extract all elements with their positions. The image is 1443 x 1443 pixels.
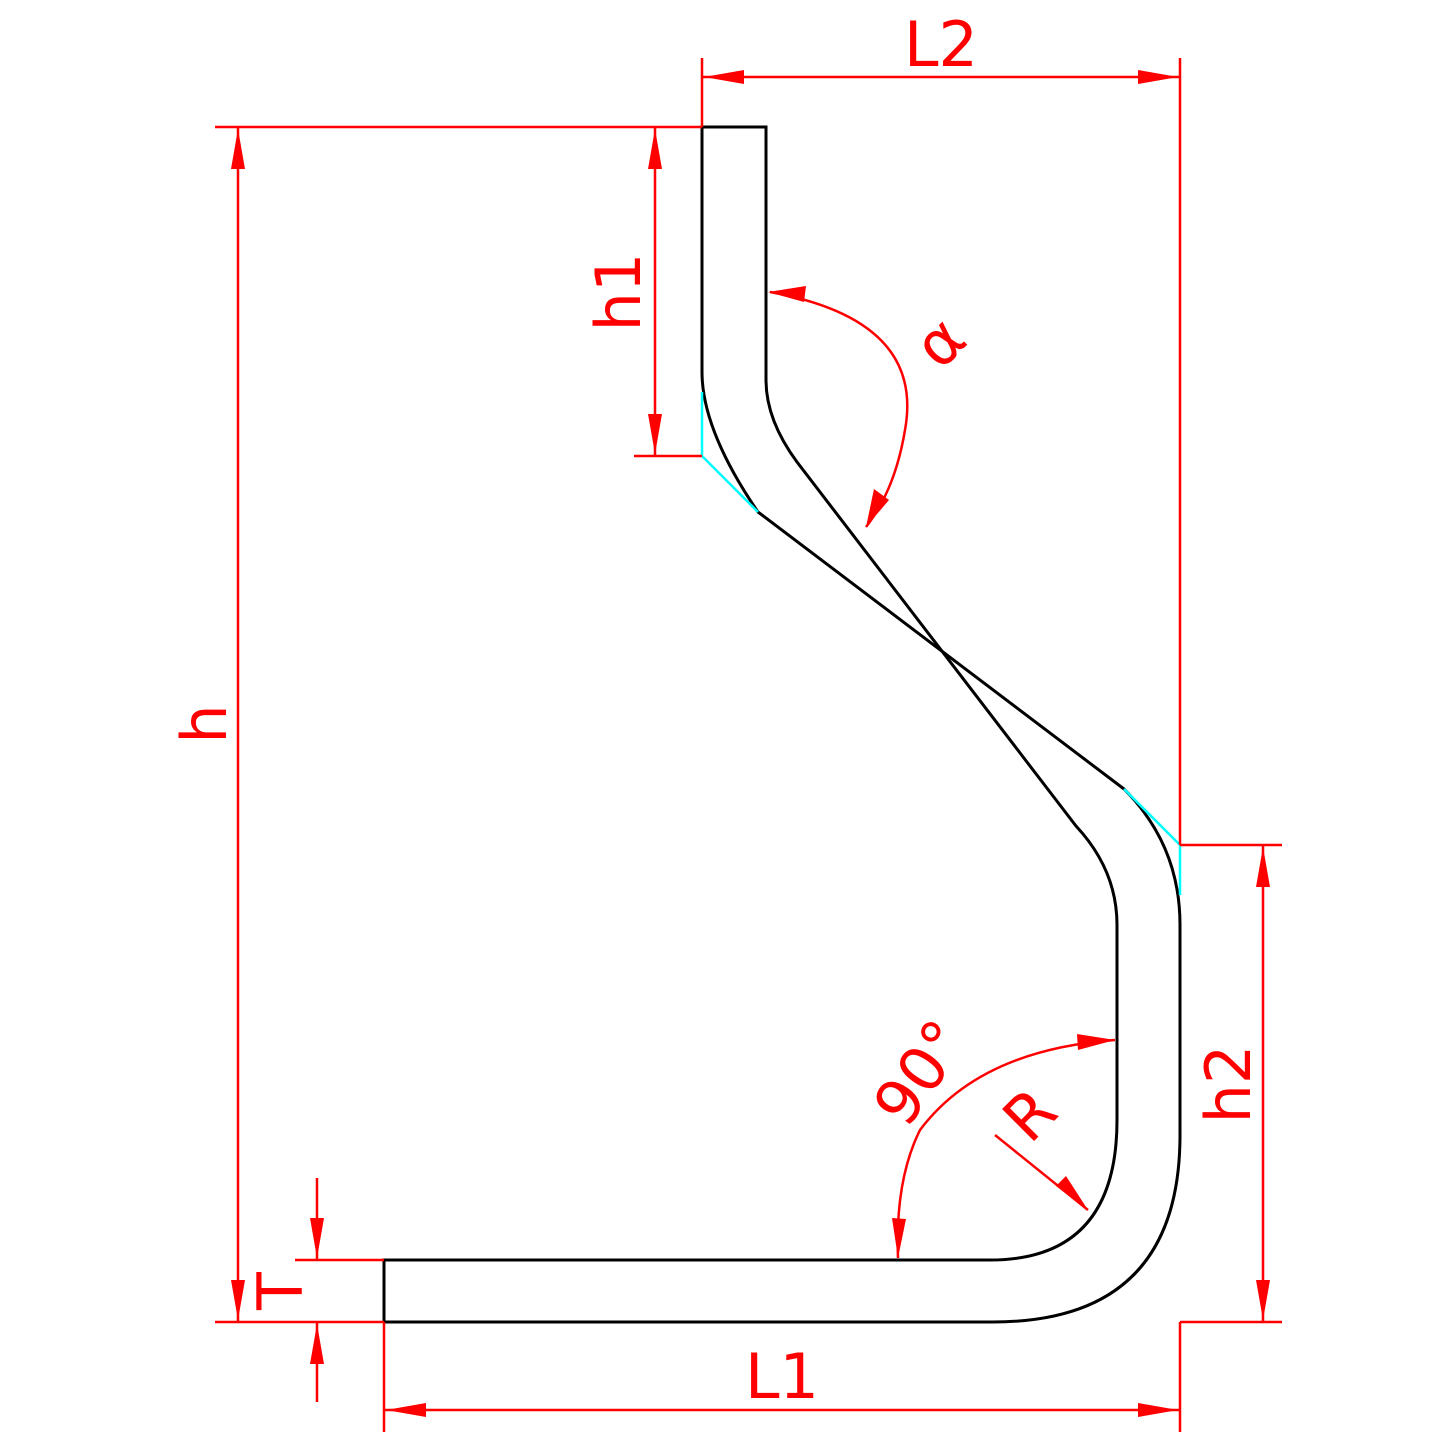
bend-tangent-markers — [700, 392, 1182, 895]
alpha-label: α — [900, 302, 981, 383]
angle90-arrow-top — [1077, 1034, 1115, 1050]
T-arrow-top — [310, 1218, 324, 1258]
L2-label: L2 — [904, 8, 978, 81]
angle90-arrow-bottom — [892, 1218, 906, 1258]
h2-arrow-bottom — [1256, 1280, 1270, 1320]
part-profile — [382, 125, 1182, 1324]
upper-bend-marker — [700, 392, 759, 513]
dimension-h: h — [168, 125, 702, 1324]
R-label: R — [989, 1074, 1071, 1156]
h2-arrow-top — [1256, 847, 1270, 887]
L1-arrow-left — [386, 1403, 426, 1417]
dimension-T: T — [244, 1178, 384, 1402]
lower-bend-marker — [1123, 788, 1182, 895]
h-label: h — [168, 704, 241, 743]
part-inner-edge — [382, 125, 1119, 1262]
angle-alpha: α — [768, 286, 981, 528]
L2-arrow-right — [1138, 70, 1178, 84]
h-arrow-bottom — [231, 1280, 245, 1320]
L1-arrow-right — [1138, 1403, 1178, 1417]
h1-arrow-bottom — [648, 414, 662, 454]
part-outer-edge — [382, 125, 1182, 1324]
h1-label: h1 — [582, 253, 655, 332]
T-label: T — [244, 1271, 317, 1311]
alpha-arrow-bottom — [866, 489, 889, 527]
T-arrow-bottom — [310, 1324, 324, 1364]
L2-arrow-left — [704, 70, 744, 84]
R-arrow — [1056, 1176, 1088, 1210]
dimension-L1: L1 — [382, 1322, 1180, 1432]
dimension-h2: h2 — [1178, 843, 1282, 1432]
h-arrow-top — [231, 129, 245, 169]
angle90-label: 90° — [859, 1007, 982, 1139]
dimension-L2: L2 — [700, 8, 1182, 845]
L1-label: L1 — [745, 1340, 819, 1413]
dimension-h1: h1 — [582, 127, 702, 458]
radius-R: R — [989, 1074, 1089, 1211]
h2-label: h2 — [1192, 1045, 1265, 1124]
h1-arrow-top — [648, 129, 662, 169]
angle-90: 90° — [859, 1007, 1116, 1259]
alpha-arrow-top — [768, 286, 806, 302]
